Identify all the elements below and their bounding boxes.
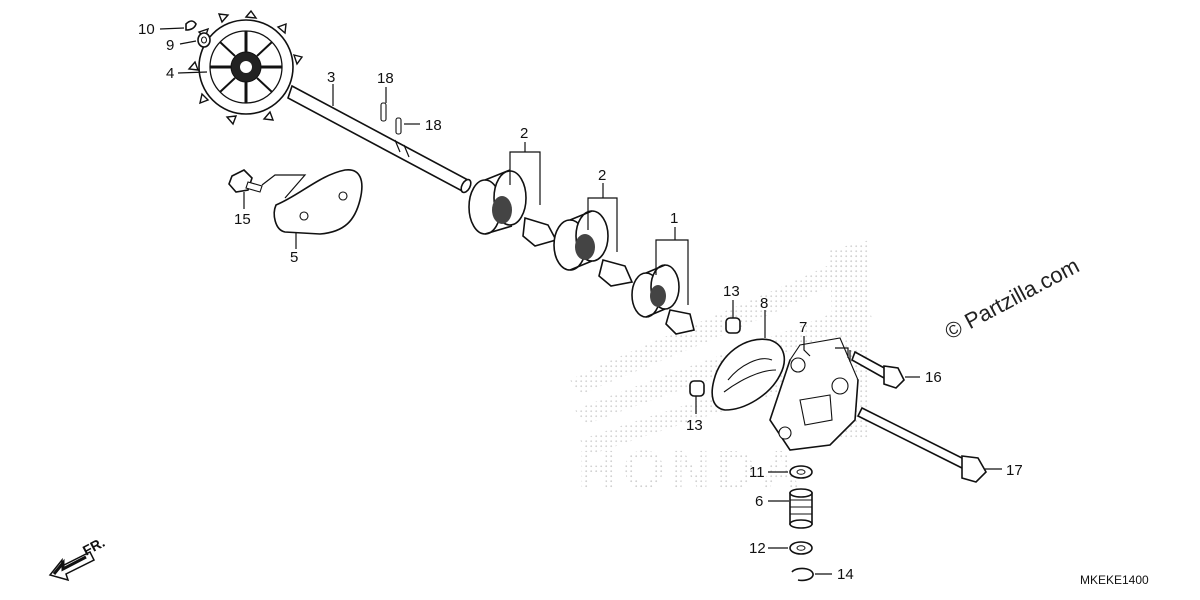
- callout-14: 14: [837, 566, 854, 583]
- callout-5: 5: [290, 249, 298, 266]
- leader-lines: [159, 27, 1002, 575]
- relief-valve-part-6: [789, 488, 813, 529]
- callout-4: 4: [166, 65, 174, 82]
- washer-part-9: [197, 32, 211, 48]
- callout-15: 15: [234, 211, 251, 228]
- callout-18-upper: 18: [377, 70, 394, 87]
- honda-watermark-text: HONDA: [578, 440, 806, 500]
- clip-part-10: [185, 20, 197, 31]
- callout-10: 10: [138, 21, 155, 38]
- copyright-watermark: © Partzilla.com: [941, 253, 1084, 345]
- dowel-part-13-upper: [725, 317, 741, 334]
- bolt-part-16: [851, 350, 905, 389]
- gasket-part-8: [711, 338, 786, 411]
- bolt-part-15: [228, 169, 263, 193]
- callout-17: 17: [1006, 462, 1023, 479]
- callout-16: 16: [925, 369, 942, 386]
- front-direction-arrow: FR.: [48, 534, 107, 582]
- bolt-part-17: [856, 406, 987, 483]
- callout-12: 12: [749, 540, 766, 557]
- washer-part-12: [789, 541, 813, 555]
- dowel-part-13-lower: [689, 380, 705, 397]
- callout-2-first: 2: [520, 125, 528, 142]
- rotor-part-1: [631, 264, 695, 335]
- callout-2-second: 2: [598, 167, 606, 184]
- callout-6: 6: [755, 493, 763, 510]
- washer-part-11: [789, 465, 813, 479]
- callout-1: 1: [670, 210, 678, 227]
- callout-7: 7: [799, 319, 807, 336]
- callout-8: 8: [760, 295, 768, 312]
- gear-part-4: [187, 9, 304, 126]
- circlip-part-14: [791, 567, 814, 582]
- rotor-set-part-2-a: [468, 169, 558, 247]
- callout-9: 9: [166, 37, 174, 54]
- plate-part-5: [273, 169, 363, 235]
- pin-part-18-lower: [395, 117, 402, 135]
- callout-13-upper: 13: [723, 283, 740, 300]
- callout-3: 3: [327, 69, 335, 86]
- callout-11: 11: [749, 464, 765, 481]
- rotor-set-part-2-b: [553, 210, 634, 287]
- pin-part-18-upper: [380, 102, 387, 122]
- callout-13-lower: 13: [686, 417, 703, 434]
- callout-18-lower: 18: [425, 117, 442, 134]
- callout-labels: 10 9 4 3 18 18 15 5 2 2 1 13 8 7 16 13 1…: [138, 21, 1023, 583]
- diagram-code: MKEKE1400: [1080, 573, 1149, 587]
- shaft-part-3: [287, 84, 472, 194]
